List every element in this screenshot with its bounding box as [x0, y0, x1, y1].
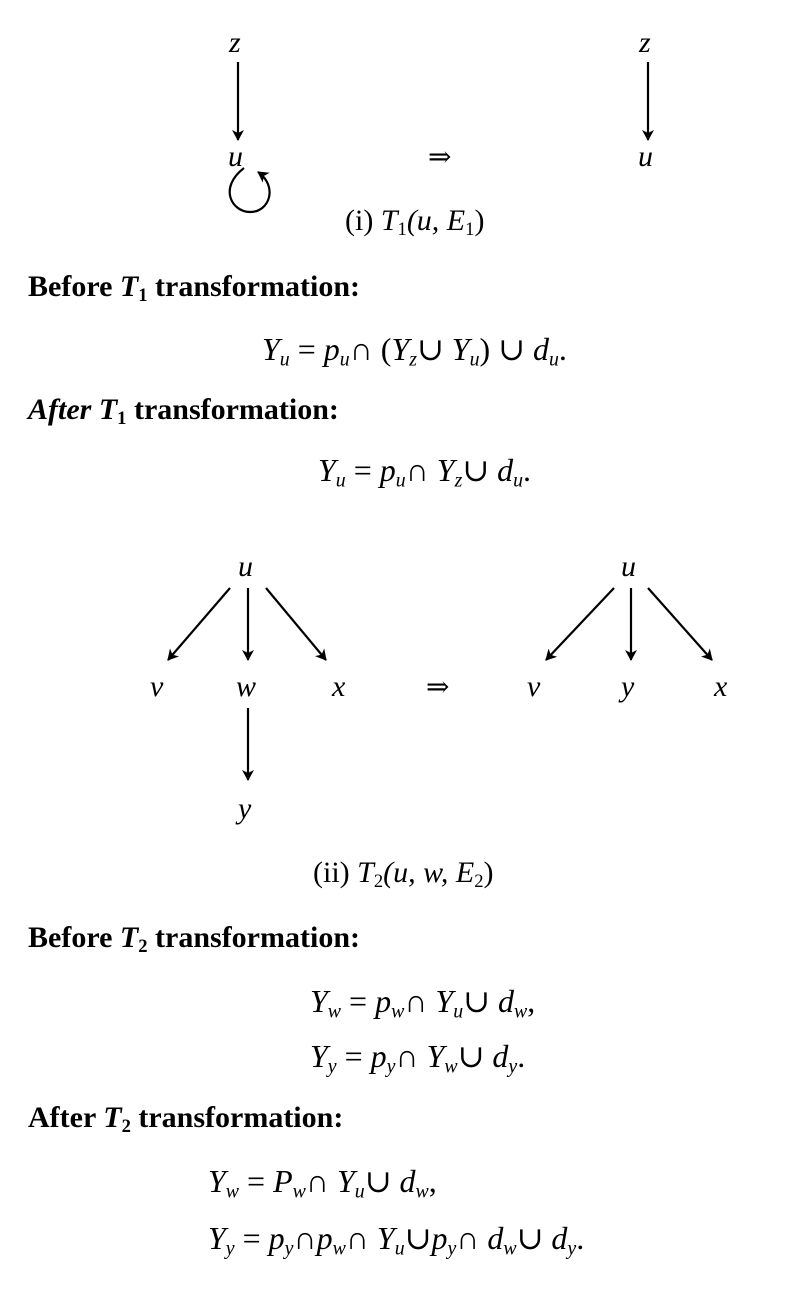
- implies-arrow-2: ⇒: [426, 670, 450, 703]
- equation-after-t2-yw: Yw = Pw∩ Yu∪ dw,: [208, 1163, 437, 1203]
- before-t1-heading: Before T1 transformation:: [28, 270, 360, 307]
- node-u-left: u: [228, 140, 243, 173]
- node-v-right: v: [527, 670, 541, 703]
- before-t2-heading: Before T2 transformation:: [28, 921, 360, 958]
- node-u-left-2: u: [238, 550, 253, 583]
- node-y-right: y: [621, 670, 635, 703]
- after-t2-heading: After T2 transformation:: [28, 1101, 344, 1138]
- figure1-caption: (i) T1(u, E1): [345, 204, 485, 241]
- implies-arrow-1: ⇒: [428, 140, 452, 173]
- equation-before-t1: Yu = pu∩ (Yz∪ Yu) ∪ du.: [262, 331, 567, 371]
- edge-u-x-left: [265, 587, 327, 661]
- equation-after-t1: Yu = pu∩ Yz∪ du.: [318, 452, 532, 492]
- self-loop-u: [228, 167, 271, 214]
- after-t1-heading: After T1 transformation:: [28, 393, 339, 430]
- equation-before-t2-yy: Yy = py∩ Yw∪ dy.: [310, 1038, 526, 1078]
- caption-prefix: (i): [345, 204, 374, 237]
- node-z-right: z: [639, 26, 651, 59]
- equation-before-t2-yw: Yw = pw∩ Yu∪ dw,: [310, 983, 536, 1023]
- edge-u-v-left: [167, 587, 231, 661]
- edge-u-v-right: [545, 587, 615, 661]
- edge-u-x-right: [647, 587, 713, 661]
- node-u-right-2: u: [621, 550, 636, 583]
- figure2-caption: (ii) T2(u, w, E2): [313, 856, 494, 893]
- equation-after-t2-yy: Yy = py∩pw∩ Yu∪py∩ dw∪ dy.: [208, 1220, 585, 1260]
- node-x-right: x: [714, 670, 728, 703]
- node-y-left: y: [238, 792, 252, 825]
- node-v-left: v: [150, 670, 164, 703]
- node-z-left: z: [229, 26, 241, 59]
- node-x-left: x: [332, 670, 346, 703]
- node-w-left: w: [236, 670, 257, 703]
- node-u-right: u: [638, 140, 653, 173]
